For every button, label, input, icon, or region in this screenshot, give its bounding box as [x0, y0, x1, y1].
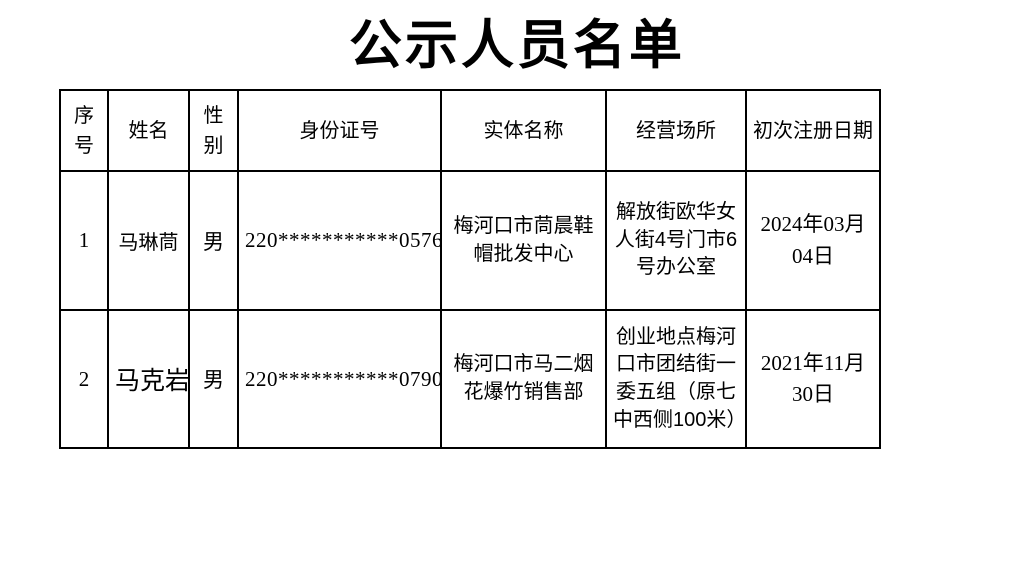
cell-gender: 男: [188, 309, 239, 449]
header-gender: 性别: [188, 89, 239, 172]
cell-index: 1: [59, 170, 109, 311]
header-name: 姓名: [107, 89, 190, 172]
header-entity-name: 实体名称: [440, 89, 607, 172]
page-title: 公示人员名单: [349, 16, 685, 75]
cell-entity-name: 梅河口市茼晨鞋帽批发中心: [440, 170, 607, 311]
cell-index: 2: [59, 309, 109, 449]
cell-business-address: 创业地点梅河口市团结街一委五组（原七中西侧100米）: [605, 309, 747, 449]
cell-first-registration-date: 2021年11月30日: [745, 309, 881, 449]
personnel-table: 序号 姓名 性别 身份证号 实体名称 经营场所 初次注册日期 1 马琳茼 男 2…: [59, 89, 881, 449]
cell-business-address: 解放街欧华女人街4号门市6号办公室: [605, 170, 747, 311]
table-row: 1 马琳茼 男 220***********0576 梅河口市茼晨鞋帽批发中心 …: [59, 170, 881, 311]
cell-name: 马琳茼: [107, 170, 190, 311]
header-id-number: 身份证号: [237, 89, 442, 172]
cell-entity-name: 梅河口市马二烟花爆竹销售部: [440, 309, 607, 449]
cell-id-number: 220***********0790: [237, 309, 442, 449]
table-header-row: 序号 姓名 性别 身份证号 实体名称 经营场所 初次注册日期: [59, 89, 881, 172]
cell-gender: 男: [188, 170, 239, 311]
header-first-registration-date: 初次注册日期: [745, 89, 881, 172]
cell-first-registration-date: 2024年03月04日: [745, 170, 881, 311]
table-row: 2 马克岩 男 220***********0790 梅河口市马二烟花爆竹销售部…: [59, 309, 881, 449]
cell-id-number: 220***********0576: [237, 170, 442, 311]
cell-name: 马克岩: [107, 309, 190, 449]
header-index: 序号: [59, 89, 109, 172]
header-business-address: 经营场所: [605, 89, 747, 172]
